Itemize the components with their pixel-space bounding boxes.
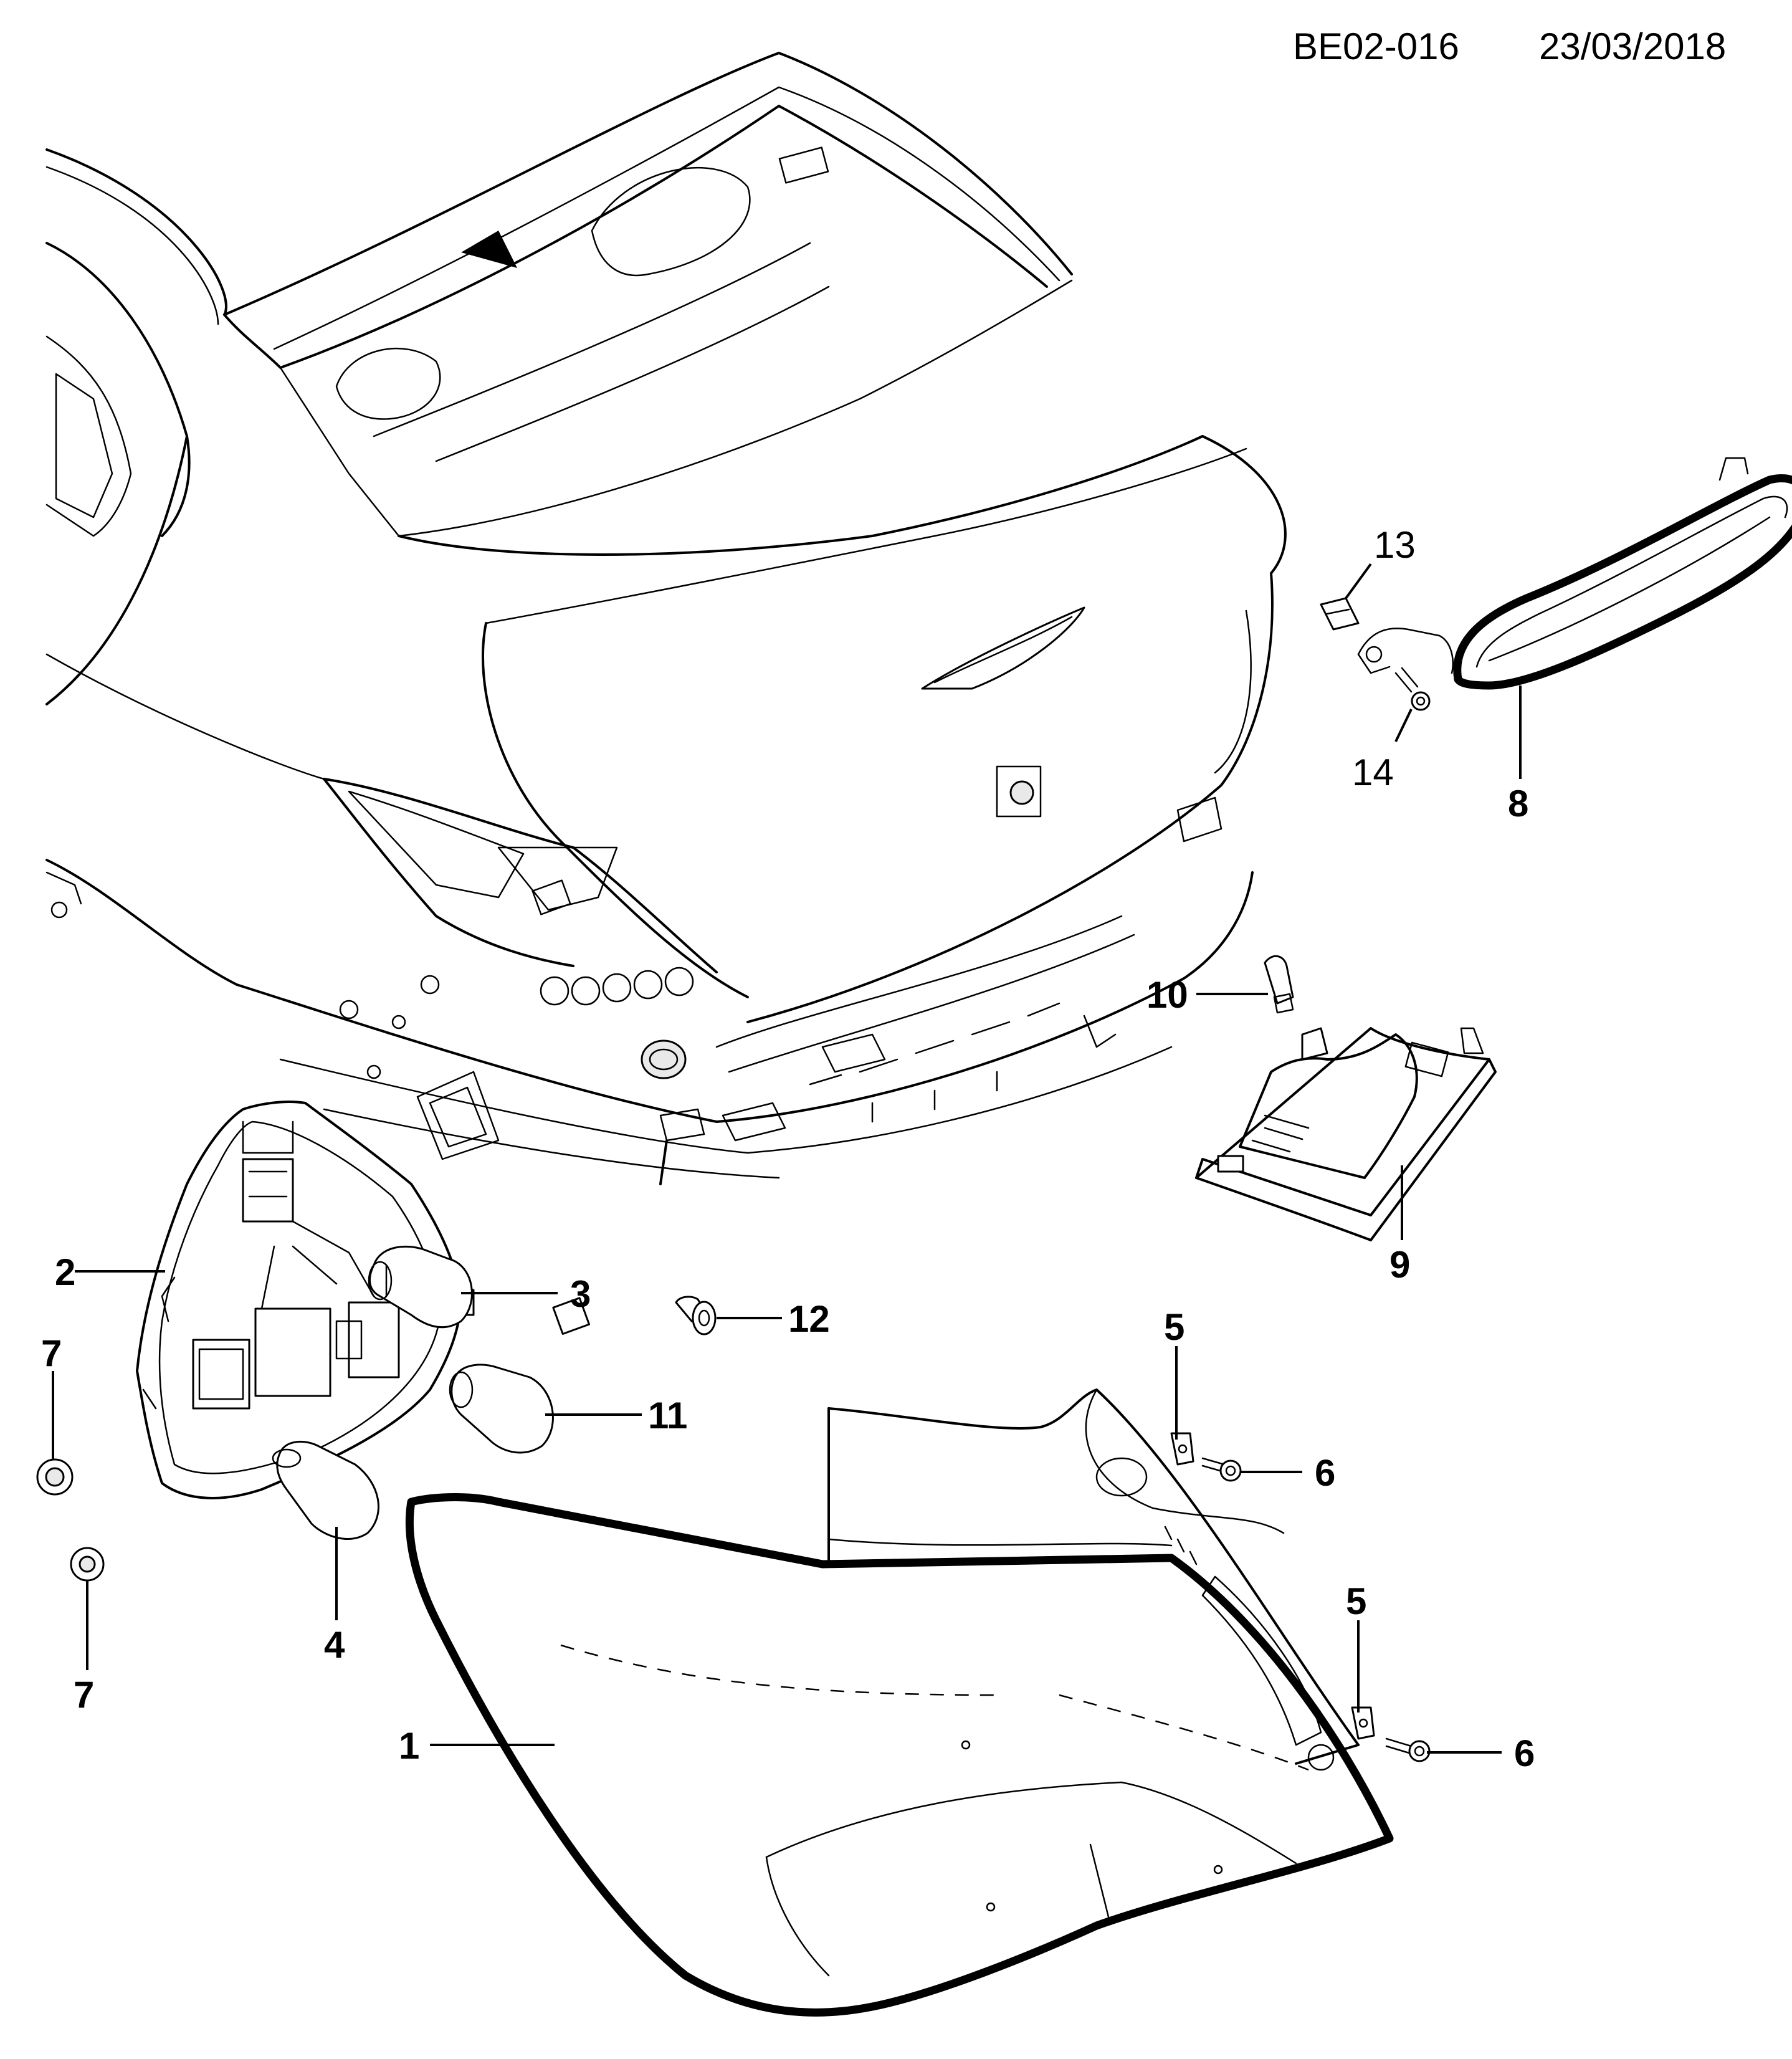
grommet-lower [70, 1547, 105, 1582]
screw-upper [1201, 1457, 1242, 1482]
high-mount-stop-lamp [1357, 457, 1792, 690]
callout-6-lower: 6 [1514, 1732, 1535, 1774]
callout-7-upper: 7 [41, 1332, 62, 1374]
tail-lamp-lens [405, 1388, 1394, 2017]
leader-lines [52, 563, 1522, 1754]
callout-3: 3 [570, 1273, 591, 1315]
license-plate-lamp [1195, 1027, 1497, 1241]
document-code: BE02-016 [1293, 26, 1459, 67]
callout-2: 2 [55, 1251, 75, 1293]
wedge-bulb [1264, 955, 1294, 1014]
grommet-upper [36, 1458, 74, 1496]
callout-labels: 1 2 3 4 5 5 6 6 7 7 8 9 10 11 12 13 14 [41, 524, 1535, 1774]
clip-nut-upper [1170, 1432, 1194, 1466]
callout-12: 12 [788, 1298, 830, 1340]
callout-14: 14 [1352, 752, 1394, 793]
callout-6-upper: 6 [1315, 1452, 1335, 1494]
callout-9: 9 [1389, 1244, 1410, 1286]
callout-10: 10 [1146, 974, 1188, 1016]
bulb-holder [136, 1101, 591, 1499]
bulb-11 [449, 1364, 554, 1454]
document-date: 23/03/2018 [1539, 26, 1727, 67]
callout-4: 4 [324, 1624, 345, 1666]
clip-13 [1320, 597, 1360, 631]
clip-nut-lower [1351, 1706, 1375, 1740]
screw-14 [1394, 667, 1431, 711]
callout-1: 1 [399, 1725, 419, 1767]
bulb-4 [272, 1440, 379, 1540]
callout-5-upper: 5 [1164, 1306, 1184, 1348]
screw-lower [1385, 1737, 1431, 1762]
push-clip [675, 1296, 717, 1335]
bulb-3 [368, 1245, 473, 1328]
callout-8: 8 [1508, 783, 1528, 824]
callout-11: 11 [648, 1395, 687, 1436]
callout-13: 13 [1374, 524, 1416, 566]
callout-7-lower: 7 [74, 1674, 94, 1716]
callout-5-lower: 5 [1346, 1580, 1366, 1622]
car-rear-body [45, 52, 1287, 1185]
